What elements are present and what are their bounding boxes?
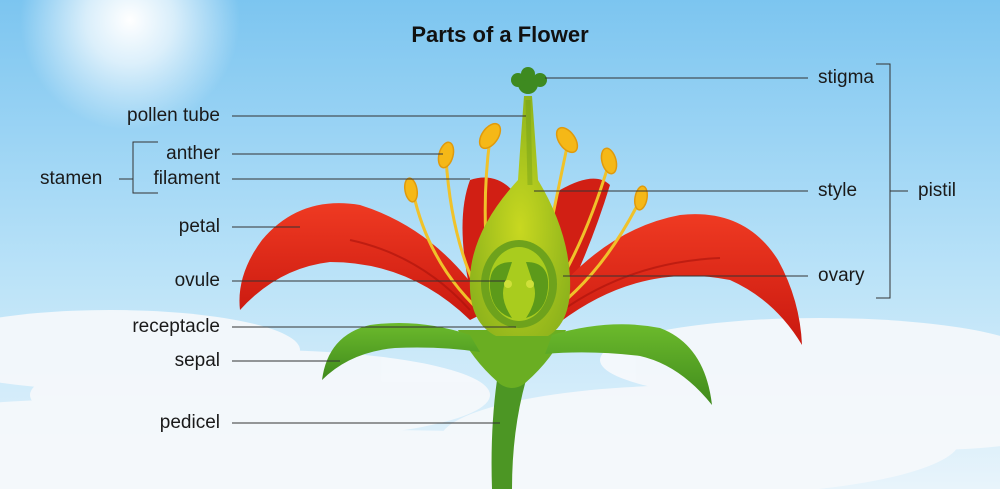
sepal-left — [322, 322, 480, 380]
anthers — [403, 122, 649, 211]
label-stamen: stamen — [40, 168, 103, 189]
diagram-title: Parts of a Flower — [411, 22, 589, 47]
receptacle-shape — [458, 330, 566, 388]
petal-left — [239, 203, 490, 320]
sepal-right — [545, 324, 712, 405]
sun-glow — [20, 0, 240, 130]
label-anther: anther — [166, 143, 220, 164]
label-sepal: sepal — [174, 350, 220, 371]
label-ovule: ovule — [174, 270, 220, 291]
label-pollen-tube: pollen tube — [127, 105, 220, 126]
label-pistil: pistil — [918, 180, 957, 201]
label-pedicel: pedicel — [159, 412, 220, 433]
label-receptacle: receptacle — [132, 316, 220, 337]
ovule-right — [526, 262, 549, 318]
label-petal: petal — [178, 216, 220, 237]
label-style: style — [818, 180, 858, 201]
pedicel-stem — [491, 380, 526, 489]
petal-right — [540, 214, 802, 345]
leader-lines — [119, 63, 908, 424]
label-stigma: stigma — [818, 67, 874, 88]
stigma-head — [511, 67, 547, 94]
label-filament: filament — [153, 168, 220, 189]
clouds — [0, 310, 1000, 489]
ovule-left — [489, 262, 512, 318]
label-ovary: ovary — [818, 265, 865, 286]
